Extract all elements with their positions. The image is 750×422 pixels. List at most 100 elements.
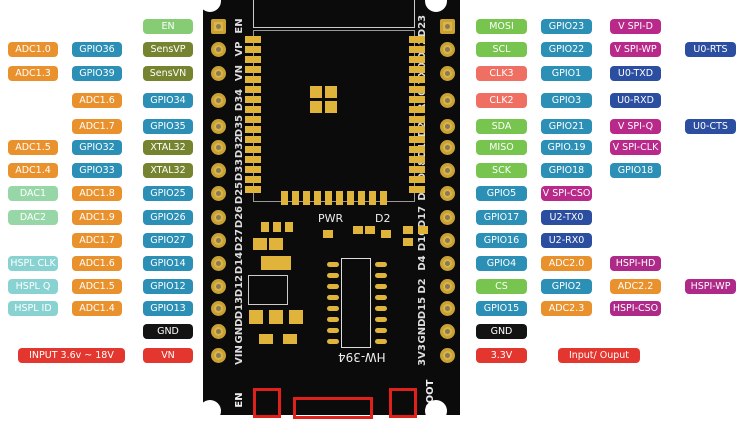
header-pin [211,279,226,294]
module-pad [409,46,425,53]
pin-function-label: GPIO5 [476,186,527,201]
pin-function-label: U0-RXD [610,93,661,108]
module-pad [409,66,425,73]
pin-function-label: V SPI-Q [610,119,661,134]
module-pad [409,176,425,183]
pin-function-label: CLK3 [476,66,527,81]
pin-function-label: GPIO25 [143,186,193,201]
smd-pad [249,310,263,324]
module-pad [314,191,321,205]
header-pin [211,163,226,178]
pin-function-label: ADC1.3 [8,66,58,81]
header-pin [211,186,226,201]
header-pin [211,301,226,316]
chip-pad [375,328,387,333]
pin-function-label: GPIO14 [143,256,193,271]
chip-pad [375,306,387,311]
pin-function-label: GPIO3 [541,93,592,108]
pin-function-label: GPIO32 [72,140,122,155]
header-pin [211,233,226,248]
mounting-hole [425,0,447,12]
chip-pad [375,284,387,289]
pin-function-label: GND [143,324,193,339]
module-pad [409,136,425,143]
pin-function-label: V SPI-D [610,19,661,34]
header-pin [440,348,455,363]
module-pad [409,106,425,113]
pin-function-label: HSPL ID [8,301,58,316]
header-pin [440,279,455,294]
chip-pad [327,262,339,267]
chip-pad [375,317,387,322]
pin-function-label: GPIO17 [476,210,527,225]
pin-function-label: GPIO21 [541,119,592,134]
pwr-label: PWR [318,212,344,225]
en-button-label: EN [234,392,245,408]
header-pin [211,42,226,57]
header-pin [440,163,455,178]
pin-function-label: U2-TX0 [541,210,592,225]
smd-pad [365,226,375,234]
pin-function-label: HSPI-CSO [610,301,661,316]
pin-function-label: GPIO23 [541,19,592,34]
pin-function-label: GPIO34 [143,93,193,108]
chip-pad [327,317,339,322]
header-pin [440,42,455,57]
header-pin [440,66,455,81]
module-pad [245,136,261,143]
smd-pad [403,238,413,246]
chip-pad [327,273,339,278]
pin-function-label: MOSI [476,19,527,34]
pin-function-label: ADC1.5 [8,140,58,155]
pin-function-label: GPIO22 [541,42,592,57]
header-pin [211,93,226,108]
pin-function-label: SCK [476,163,527,178]
pin-function-label: SensVN [143,66,193,81]
en-button[interactable] [253,388,281,418]
header-pin [440,233,455,248]
smd-pad [289,310,303,324]
module-pad [245,186,261,193]
pin-function-label: GPIO35 [143,119,193,134]
smd-pad [253,238,267,250]
pin-function-label: GPIO16 [476,233,527,248]
pin-function-label: SCL [476,42,527,57]
module-pad [409,166,425,173]
smd-pad [285,222,293,232]
pin-function-label: XTAL32 [143,163,193,178]
regulator-outline [248,275,288,305]
pin-function-label: GPIO27 [143,233,193,248]
smd-pad [381,230,391,238]
pin-function-label: ADC1.8 [72,186,122,201]
module-pad [409,36,425,43]
smd-pad [418,226,428,234]
smd-pad [273,222,281,232]
ground-pad [310,86,322,98]
module-pad [409,156,425,163]
header-pin [211,66,226,81]
pin-function-label: ADC1.7 [72,119,122,134]
pin-function-label: HSPI-HD [610,256,661,271]
pin-function-label: HSPI-WP [685,279,736,294]
pin-function-label: ADC1.6 [72,93,122,108]
header-pin [440,256,455,271]
pin-function-label: ADC1.7 [72,233,122,248]
module-pad [347,191,354,205]
pin-function-label: GPIO13 [143,301,193,316]
boot-button[interactable] [389,388,417,418]
pin-function-label: HSPL CLK [8,256,58,271]
pin-function-label: GPIO39 [72,66,122,81]
usb-port[interactable] [293,397,373,419]
module-pad [409,146,425,153]
pin-function-label: ADC1.0 [8,42,58,57]
chip-pad [375,295,387,300]
pin-function-label: V SPI-WP [610,42,661,57]
pin-function-label: ADC2.3 [541,301,592,316]
chip-pad [375,339,387,344]
module-pad [245,76,261,83]
power-input-label: INPUT 3.6v ~ 18V [18,348,125,363]
chip-pad [327,284,339,289]
module-pad [245,156,261,163]
pin-function-label: U0-RTS [685,42,736,57]
